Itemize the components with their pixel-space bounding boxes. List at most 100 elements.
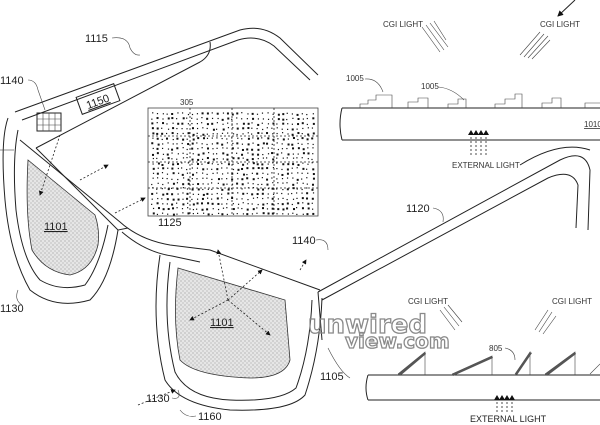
pattern-dot bbox=[251, 172, 253, 174]
pattern-dot bbox=[236, 152, 238, 154]
pattern-dot bbox=[182, 157, 185, 159]
pattern-dot bbox=[176, 118, 178, 120]
pattern-dot bbox=[156, 132, 159, 135]
pattern-dot bbox=[276, 153, 279, 156]
pattern-dot bbox=[312, 168, 315, 171]
pattern-dot bbox=[167, 182, 169, 184]
pattern-dot bbox=[251, 112, 254, 115]
pattern-dot bbox=[292, 198, 295, 200]
pattern-dot bbox=[201, 147, 203, 149]
light-path-arrows bbox=[38, 134, 307, 406]
pattern-dot bbox=[271, 212, 274, 215]
label-1005: 1005 bbox=[421, 82, 439, 91]
pattern-dot bbox=[202, 152, 205, 155]
pattern-dot bbox=[191, 113, 194, 116]
pattern-dot bbox=[286, 182, 288, 184]
pattern-dot bbox=[182, 203, 185, 206]
pattern-dot bbox=[152, 137, 154, 139]
pattern-dot bbox=[176, 127, 178, 130]
pattern-dot bbox=[161, 172, 164, 174]
pattern-dot bbox=[182, 212, 184, 214]
pattern-dot bbox=[161, 212, 164, 214]
pattern-dot bbox=[257, 123, 260, 126]
pattern-dot bbox=[276, 132, 278, 135]
pattern-dot bbox=[241, 198, 243, 200]
pattern-dot bbox=[312, 147, 314, 149]
pattern-dot bbox=[307, 172, 309, 174]
pattern-dot bbox=[246, 173, 248, 176]
pattern-dot bbox=[217, 178, 220, 181]
pattern-dot bbox=[276, 188, 278, 190]
pattern-dot bbox=[152, 132, 155, 135]
pattern-dot bbox=[287, 138, 289, 140]
pattern-dot bbox=[266, 157, 268, 159]
pattern-dot bbox=[271, 203, 274, 206]
pattern-dot bbox=[222, 207, 225, 209]
pattern-dot bbox=[196, 123, 199, 125]
pattern-dot bbox=[241, 207, 243, 210]
pattern-dot bbox=[222, 128, 225, 131]
pattern-dot bbox=[266, 167, 269, 170]
pattern-dot bbox=[152, 177, 154, 179]
pattern-dot bbox=[156, 122, 158, 124]
pattern-dot bbox=[217, 187, 219, 190]
pattern-dot bbox=[221, 203, 223, 205]
pattern-dot bbox=[226, 207, 228, 209]
pattern-dot bbox=[311, 202, 313, 204]
pattern-dot bbox=[192, 183, 194, 186]
pattern-dot bbox=[226, 142, 229, 144]
pattern-dot bbox=[151, 198, 153, 200]
pattern-dot bbox=[311, 158, 313, 161]
pattern-dot bbox=[247, 137, 250, 140]
pattern-dot bbox=[302, 152, 305, 155]
pattern-dot bbox=[257, 132, 260, 135]
pattern-dot bbox=[152, 207, 155, 210]
pattern-dot bbox=[226, 158, 229, 161]
label-1105: 1105 bbox=[320, 371, 344, 383]
pattern-dot bbox=[301, 157, 303, 159]
pattern-dot bbox=[257, 118, 259, 120]
pattern-dot bbox=[187, 212, 190, 215]
pattern-dot bbox=[291, 143, 294, 146]
pattern-dot bbox=[182, 183, 185, 186]
pattern-dot bbox=[237, 192, 239, 194]
pattern-dot bbox=[202, 183, 204, 185]
label-1125: 1125 bbox=[158, 217, 182, 229]
pattern-dot bbox=[197, 153, 200, 156]
pattern-dot bbox=[282, 188, 284, 191]
pattern-dot bbox=[162, 183, 164, 186]
pattern-dot bbox=[296, 213, 298, 216]
dot-pattern bbox=[148, 108, 318, 216]
pattern-dot bbox=[181, 112, 184, 114]
pattern-dot bbox=[187, 202, 189, 204]
pattern-dot bbox=[202, 188, 204, 191]
pattern-dot bbox=[276, 178, 278, 180]
pattern-dot bbox=[202, 177, 204, 179]
pattern-dot bbox=[176, 202, 178, 204]
pattern-dot bbox=[191, 147, 194, 150]
pattern-dot bbox=[172, 213, 175, 216]
pattern-dot bbox=[221, 178, 223, 180]
pattern-dot bbox=[176, 147, 179, 150]
pattern-dot bbox=[187, 143, 190, 146]
pattern-dot bbox=[262, 142, 265, 145]
pattern-dot bbox=[221, 143, 224, 146]
pattern-dot bbox=[282, 208, 285, 211]
pattern-dot bbox=[242, 127, 245, 130]
pattern-dot bbox=[266, 127, 268, 129]
pattern-dot bbox=[312, 173, 315, 176]
pattern-dot bbox=[306, 117, 308, 120]
pattern-dot bbox=[312, 212, 315, 215]
pattern-dot bbox=[262, 118, 265, 120]
pattern-dot bbox=[226, 213, 228, 216]
pattern-dot bbox=[232, 163, 234, 165]
pattern-dot bbox=[262, 153, 264, 156]
pattern-dot bbox=[301, 197, 304, 200]
pattern-dot bbox=[201, 143, 203, 145]
pattern-dot bbox=[181, 162, 183, 164]
pattern-dot bbox=[177, 112, 179, 114]
pattern-dot bbox=[151, 122, 154, 125]
pattern-dot bbox=[256, 172, 259, 175]
pattern-dot bbox=[302, 202, 304, 204]
label-305: 305 bbox=[180, 98, 194, 107]
